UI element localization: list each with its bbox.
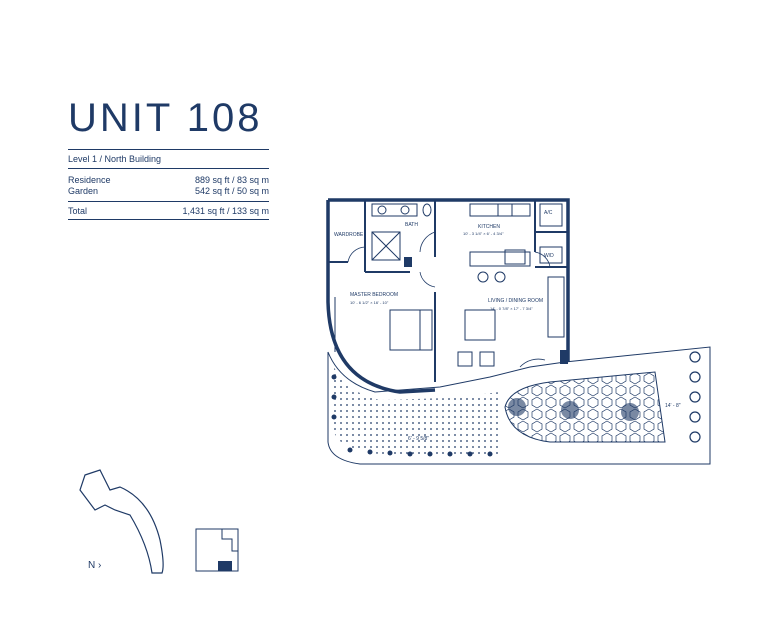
bath-fixtures [371,203,432,261]
total-value: 1,431 sq ft / 133 sq m [182,206,269,216]
label-wd: W/D [544,253,554,259]
floor-plan: WARDROBE BATH KITCHEN 10' - 3 1/4" × 6' … [326,198,711,465]
exterior-wall-curved [326,200,436,394]
planter-icon [621,403,639,421]
area-value: 889 sq ft / 83 sq m [194,175,269,185]
area-row-garden: Garden 542 sq ft / 50 sq m [68,186,269,196]
shrub-row [689,351,701,443]
column [404,257,412,267]
unit-location: Level 1 / North Building [68,154,162,164]
building-key-plan [79,469,164,574]
label-garden-dim-1: 14' - 8" [665,403,681,409]
label-master-dim: 10' - 6 1/2" × 16' - 10" [350,300,389,305]
flower-row [331,374,493,457]
north-label: N [88,560,96,571]
garden-terrace [504,371,666,443]
chevron-right-icon: › [98,560,102,571]
column [560,350,568,364]
unit-highlight [218,561,232,571]
label-garden-dim-2: 6' - 9 5/8" [408,436,429,442]
label-master-bedroom: MASTER BEDROOM [350,292,398,298]
area-row-total: Total 1,431 sq ft / 133 sq m [68,206,269,216]
unit-title: UNIT 108 [68,96,263,140]
bottom-rule [68,219,269,220]
door-swings [347,231,551,368]
area-row-residence: Residence 889 sq ft / 83 sq m [68,175,269,185]
living-furniture [457,276,565,367]
total-rule [68,201,269,202]
area-label: Garden [68,186,99,196]
unit-location-mini-plan [195,528,239,572]
exterior-wall [328,198,570,362]
garden-planting [334,367,500,454]
area-value: 542 sq ft / 50 sq m [194,186,269,196]
garden-outline [327,346,711,465]
title-rule [68,149,269,150]
label-wardrobe: WARDROBE [334,232,364,238]
label-living-dim: 14' - 0 7/8" × 17' - 7 3/4" [490,306,533,311]
kitchen-fixtures [469,203,563,283]
label-kitchen: KITCHEN [478,224,500,230]
area-label: Residence [68,175,111,185]
north-indicator: N › [88,560,101,571]
label-bath: BATH [405,222,418,228]
planter-icon [561,401,579,419]
bedroom-furniture [334,297,433,352]
total-label: Total [68,206,88,216]
label-kitchen-dim: 10' - 3 1/4" × 6' - 4 3/4" [463,231,504,236]
location-rule [68,168,269,169]
planter-icon [508,398,526,416]
label-living: LIVING / DINING ROOM [488,298,543,304]
label-ac: A/C [544,210,553,216]
interior-walls [328,200,568,382]
